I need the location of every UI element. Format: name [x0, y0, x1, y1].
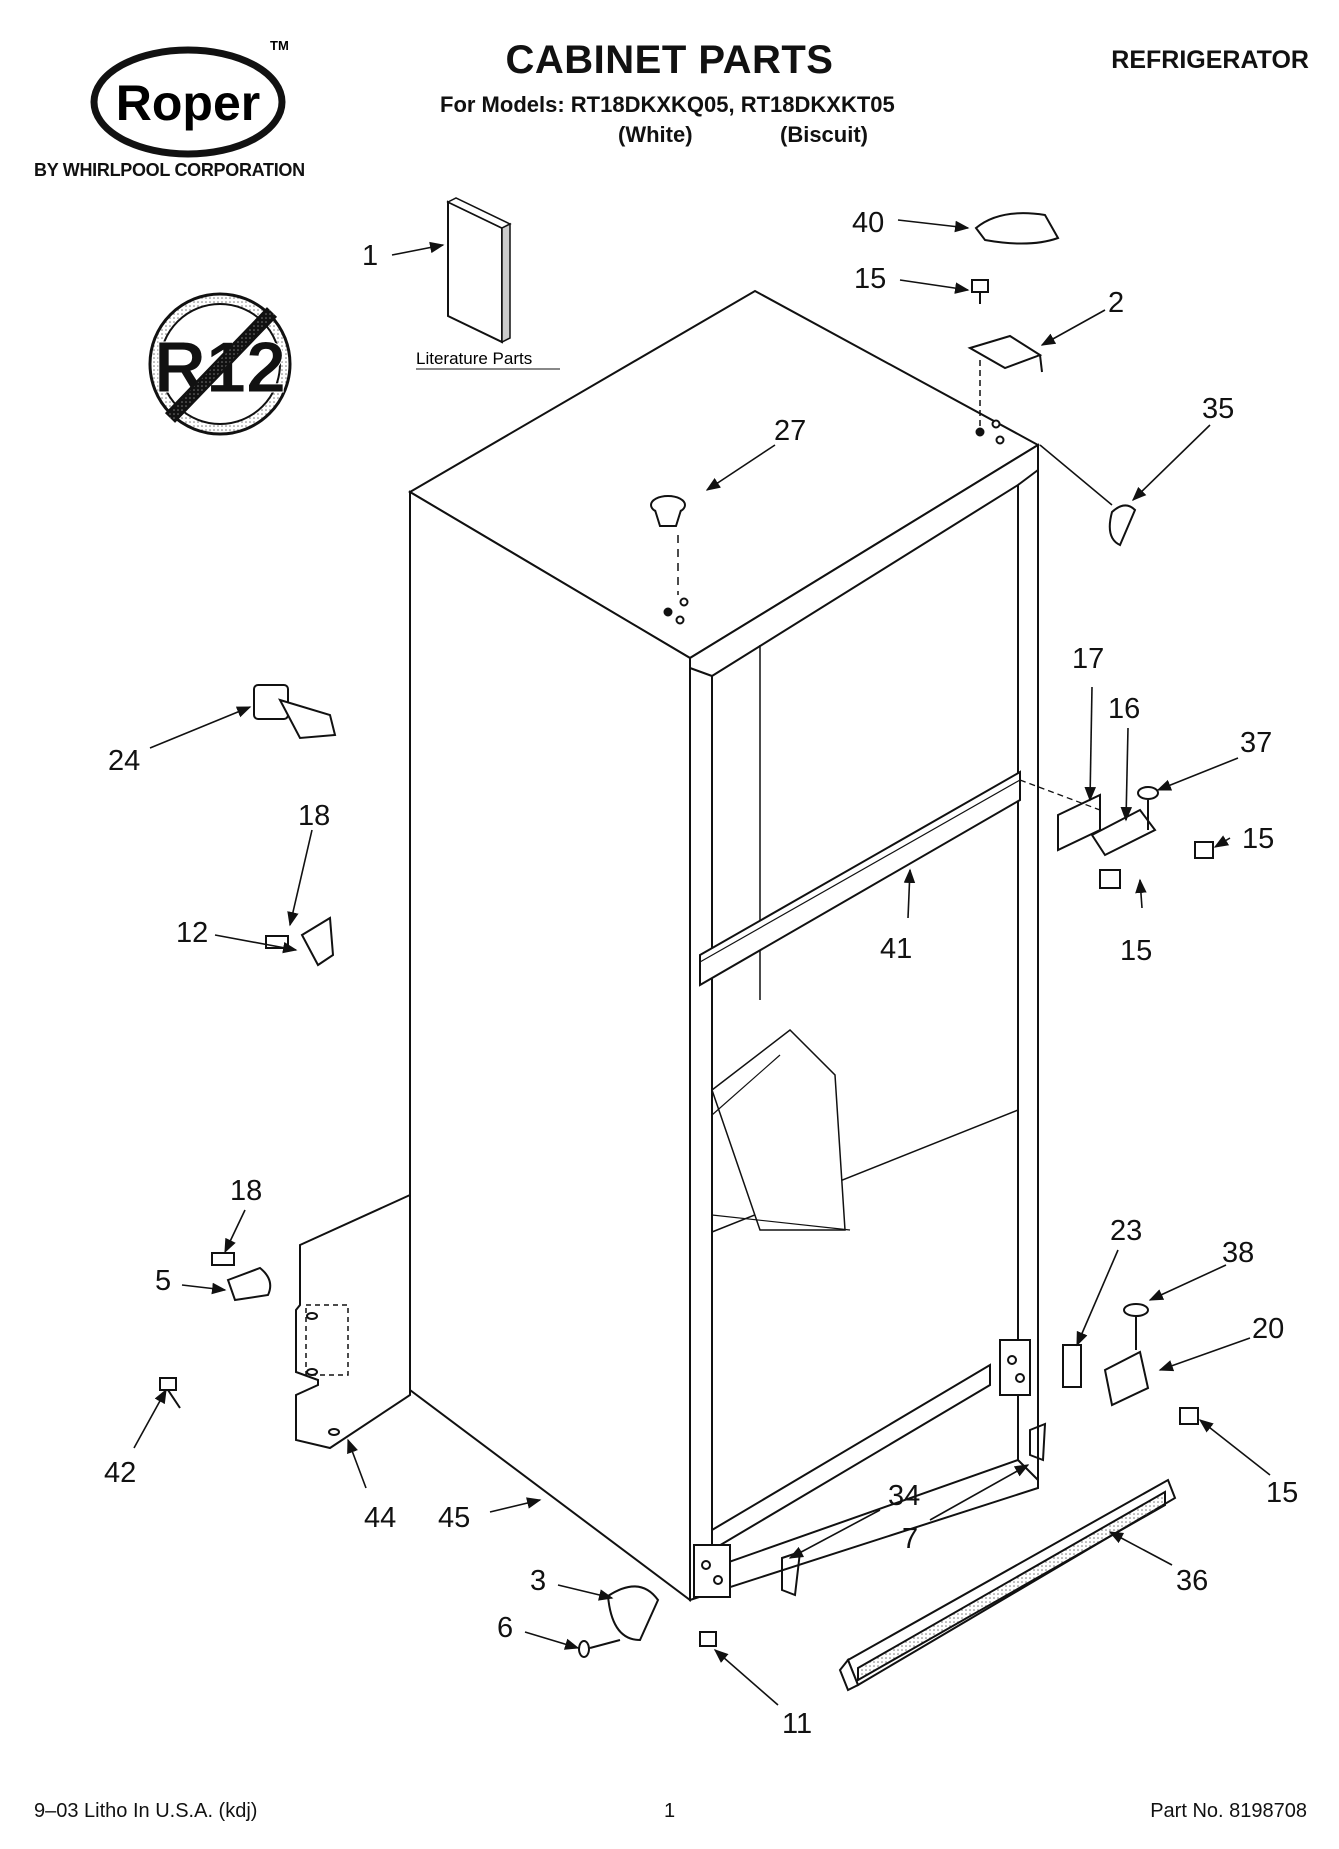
- part-36-base-grille: [838, 1478, 1177, 1692]
- trademark-mark: TM: [270, 38, 289, 53]
- r12-text: R12: [154, 328, 286, 408]
- print-info: 9–03 Litho In U.S.A. (kdj): [34, 1800, 258, 1822]
- callout-38: 38: [1222, 1237, 1254, 1269]
- callout-45: 45: [438, 1502, 470, 1534]
- color-white-label: (White): [618, 122, 693, 147]
- part-24-pin: [253, 684, 337, 740]
- lower-hinge-assembly: [1062, 1303, 1199, 1425]
- callout-34: 34: [888, 1480, 920, 1512]
- callout-40: 40: [852, 207, 884, 239]
- literature-label: Literature Parts: [416, 349, 532, 368]
- callout-15: 15: [1120, 935, 1152, 967]
- callout-18: 18: [230, 1175, 262, 1207]
- refrigerator-cabinet: [408, 289, 1040, 1602]
- callout-2: 2: [1108, 287, 1124, 319]
- part-2-top-hinge: [967, 334, 1043, 430]
- callout-numbers: 1 40 15 2 35 27 24 18 12 17 16 37 15 15 …: [104, 207, 1298, 1740]
- side-panel-44: [295, 1193, 411, 1450]
- callout-12: 12: [176, 917, 208, 949]
- callout-5: 5: [155, 1265, 171, 1297]
- literature-booklet: Literature Parts: [416, 197, 560, 370]
- callout-27: 27: [774, 415, 806, 447]
- roper-logo: Roper TM: [90, 38, 289, 158]
- callout-35: 35: [1202, 393, 1234, 425]
- callout-37: 37: [1240, 727, 1272, 759]
- callout-41: 41: [880, 933, 912, 965]
- part-35-cover: [1039, 444, 1137, 547]
- callout-23: 23: [1110, 1215, 1142, 1247]
- color-biscuit-label: (Biscuit): [780, 122, 868, 147]
- callout-24: 24: [108, 745, 140, 777]
- part-number: Part No. 8198708: [1150, 1800, 1307, 1822]
- callout-16: 16: [1108, 693, 1140, 725]
- center-hinge-assembly: [1019, 779, 1214, 889]
- leveling-parts: [578, 1585, 717, 1658]
- part-27-plug: [650, 495, 686, 595]
- callout-15: 15: [854, 263, 886, 295]
- callout-15: 15: [1242, 823, 1274, 855]
- part-12-bracket: [265, 916, 335, 967]
- callout-15: 15: [1266, 1477, 1298, 1509]
- no-r12-badge: R12: [148, 292, 292, 436]
- callout-7: 7: [902, 1523, 918, 1555]
- part-15-screw-top: [971, 279, 989, 304]
- callout-42: 42: [104, 1457, 136, 1489]
- part-42-screw: [159, 1377, 181, 1409]
- callout-leaders: [133, 219, 1271, 1706]
- appliance-type: REFRIGERATOR: [1111, 46, 1309, 74]
- page-title: CABINET PARTS: [505, 38, 834, 82]
- callout-36: 36: [1176, 1565, 1208, 1597]
- callout-6: 6: [497, 1612, 513, 1644]
- callout-3: 3: [530, 1565, 546, 1597]
- callout-17: 17: [1072, 643, 1104, 675]
- callout-1: 1: [362, 240, 378, 272]
- roper-logo-text: Roper: [116, 75, 260, 131]
- callout-18: 18: [298, 800, 330, 832]
- brand-tagline: BY WHIRLPOOL CORPORATION: [34, 160, 305, 180]
- page-number: 1: [663, 1800, 676, 1822]
- part-40-cap: [974, 212, 1060, 245]
- models-line: For Models: RT18DKXKQ05, RT18DKXKT05: [440, 92, 895, 117]
- callout-44: 44: [364, 1502, 396, 1534]
- callout-20: 20: [1252, 1313, 1284, 1345]
- part-5-clip: [211, 1252, 272, 1302]
- callout-11: 11: [782, 1708, 812, 1740]
